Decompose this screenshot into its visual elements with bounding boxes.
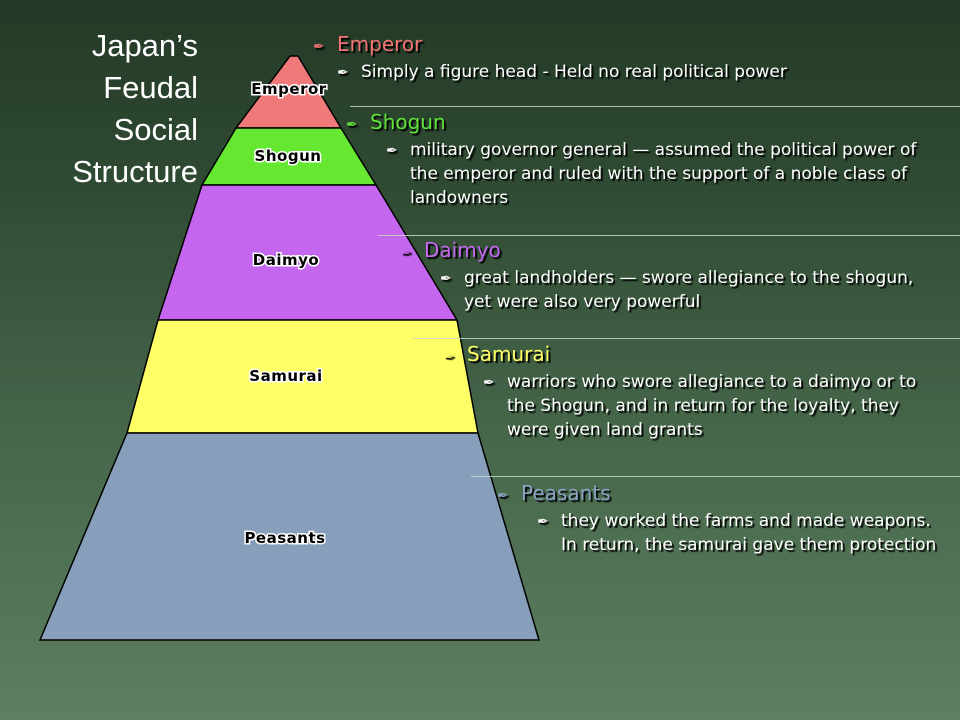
entry-daimyo-desc-row: ✒ great landholders — swore allegiance to… <box>440 266 940 314</box>
title-line-4: Structure <box>72 154 198 189</box>
entry-samurai-heading: Samurai <box>467 342 551 366</box>
entry-peasants-heading-row: ✒ Peasants <box>497 481 937 508</box>
quill-pen-icon: ✒ <box>440 271 452 287</box>
quill-pen-icon: ✒ <box>400 245 412 261</box>
entry-peasants-description: they worked the farms and made weapons. … <box>561 511 937 555</box>
entry-shogun-description: military governor general — assumed the … <box>410 140 917 208</box>
quill-pen-icon: ✒ <box>443 349 455 365</box>
tier-daimyo-label: Daimyo <box>253 251 319 269</box>
entry-emperor: ✒ Emperor ✒ Simply a figure head - Held no… <box>313 32 913 84</box>
entry-samurai-heading-row: ✒ Samurai <box>443 342 943 369</box>
divider-3 <box>413 338 960 339</box>
entry-samurai-description: warriors who swore allegiance to a daimy… <box>507 372 917 440</box>
entry-shogun-heading: Shogun <box>370 110 446 134</box>
entry-samurai: ✒ Samurai ✒ warriors who swore allegiance … <box>443 342 943 442</box>
tier-shogun-label: Shogun <box>255 147 322 165</box>
entry-daimyo-heading-row: ✒ Daimyo <box>400 238 930 265</box>
entry-daimyo: ✒ Daimyo ✒ great landholders — swore alleg… <box>400 238 930 314</box>
entry-emperor-description: Simply a figure head - Held no real poli… <box>361 62 787 82</box>
title-line-1: Japan’s <box>91 28 198 63</box>
quill-pen-icon: ✒ <box>346 117 358 133</box>
quill-pen-icon: ✒ <box>497 488 509 504</box>
divider-2 <box>378 235 960 236</box>
entry-emperor-desc-row: ✒ Simply a figure head - Held no real pol… <box>337 60 913 84</box>
tier-emperor-label: Emperor <box>251 80 326 98</box>
entry-daimyo-heading: Daimyo <box>424 238 501 262</box>
page-title: Japan’s Feudal Social Structure <box>72 25 198 193</box>
tier-peasants-label: Peasants <box>244 529 325 547</box>
entry-daimyo-description: great landholders — swore allegiance to … <box>464 268 914 312</box>
divider-4 <box>471 476 960 477</box>
entry-samurai-desc-row: ✒ warriors who swore allegiance to a daim… <box>483 370 943 442</box>
entry-emperor-heading-row: ✒ Emperor <box>313 32 913 59</box>
quill-pen-icon: ✒ <box>483 375 495 391</box>
entry-peasants-desc-row: ✒ they worked the farms and made weapons.… <box>537 509 937 557</box>
entry-peasants-heading: Peasants <box>521 481 611 505</box>
title-line-3: Social <box>113 112 198 147</box>
quill-pen-icon: ✒ <box>313 39 325 55</box>
entry-emperor-heading: Emperor <box>337 32 423 56</box>
divider-1 <box>350 106 960 107</box>
entry-peasants: ✒ Peasants ✒ they worked the farms and mad… <box>497 481 937 557</box>
quill-pen-icon: ✒ <box>537 514 549 530</box>
quill-pen-icon: ✒ <box>337 65 349 81</box>
tier-peasants-shape <box>38 432 541 641</box>
quill-pen-icon: ✒ <box>386 143 398 159</box>
title-line-2: Feudal <box>103 70 198 105</box>
entry-shogun: ✒ Shogun ✒ military governor general — ass… <box>346 110 936 210</box>
entry-shogun-desc-row: ✒ military governor general — assumed the… <box>386 138 936 210</box>
entry-shogun-heading-row: ✒ Shogun <box>346 110 936 137</box>
tier-samurai-label: Samurai <box>249 367 322 385</box>
